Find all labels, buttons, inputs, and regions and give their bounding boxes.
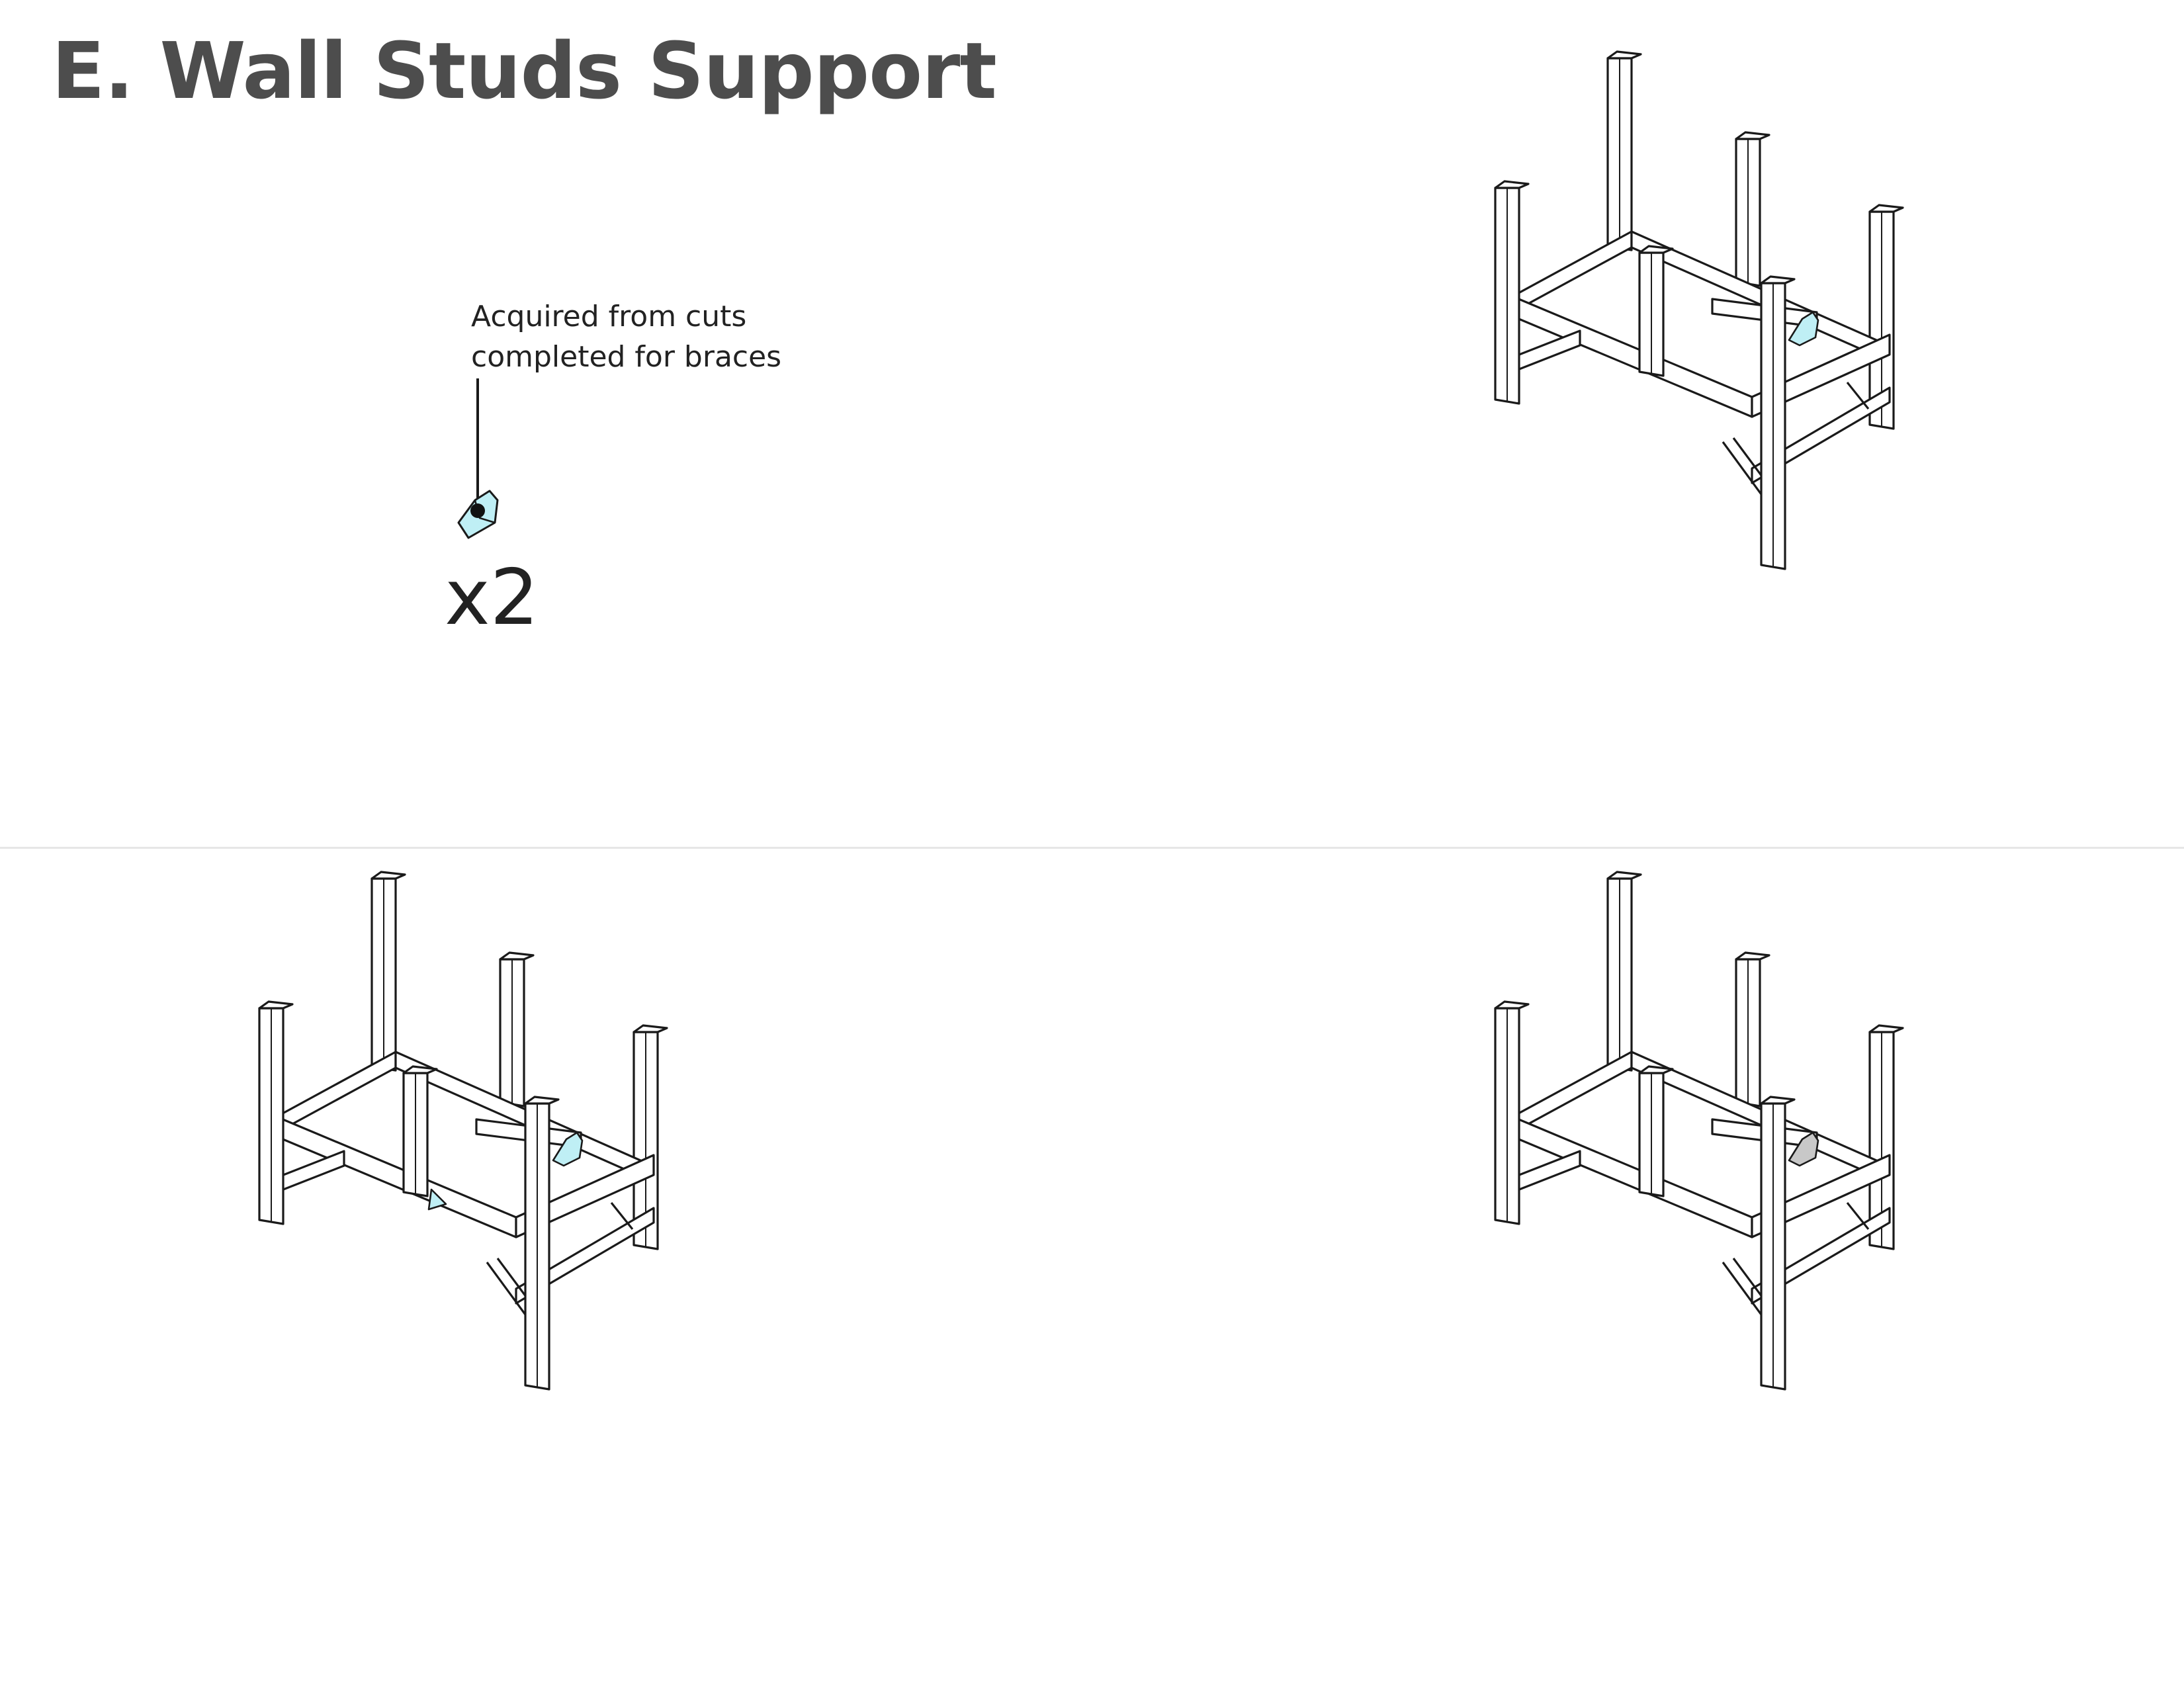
stud-front-right-top bbox=[524, 1096, 560, 1105]
stretcher-left bbox=[275, 1150, 345, 1193]
stud-back-middle-top bbox=[499, 951, 535, 961]
frame-rail-front-right bbox=[1751, 1154, 1891, 1238]
stud-back-left-top bbox=[1606, 50, 1642, 60]
stretcher-front bbox=[515, 1207, 655, 1305]
part-callout-note-line-2: completed for braces bbox=[471, 340, 782, 374]
stud-back-right-top bbox=[633, 1024, 668, 1033]
step-bottom-left bbox=[258, 871, 668, 1391]
stretcher-front bbox=[1751, 386, 1891, 484]
part-callout-note-line-1: Acquired from cuts bbox=[471, 300, 747, 333]
page-title: E. Wall Studs Support bbox=[52, 25, 997, 116]
frame-rail-back-left bbox=[1511, 1051, 1633, 1134]
stud-back-left-top bbox=[1606, 871, 1642, 880]
stud-front-left-top bbox=[1494, 180, 1530, 189]
frame-rail-front-right bbox=[1751, 333, 1891, 418]
stretcher-front bbox=[1751, 1207, 1891, 1305]
wall-stud-support-wedge-rear bbox=[427, 1188, 447, 1211]
frame-rail-front-right bbox=[515, 1154, 655, 1238]
stretcher-left bbox=[1511, 329, 1581, 373]
part-quantity: x2 bbox=[445, 553, 539, 642]
stud-front-right-top bbox=[1760, 275, 1796, 284]
stud-front-left-top bbox=[258, 1000, 294, 1010]
stud-back-middle-top bbox=[1735, 951, 1770, 961]
brace-right bbox=[610, 1202, 634, 1230]
stud-front-right-top bbox=[1760, 1096, 1796, 1105]
callout-leader-dot bbox=[470, 503, 485, 518]
stud-front-left-top bbox=[1494, 1000, 1530, 1010]
section-divider bbox=[0, 847, 2184, 849]
brace-right bbox=[1846, 1202, 1870, 1230]
stretcher-left bbox=[1511, 1150, 1581, 1193]
stud-front-middle-top bbox=[1638, 1065, 1674, 1074]
brace-front-a bbox=[1722, 441, 1768, 502]
brace-front-a bbox=[486, 1262, 532, 1322]
stud-back-right-top bbox=[1868, 204, 1904, 213]
wall-stud-support-wedge bbox=[552, 1131, 584, 1167]
wall-stud-support-wedge bbox=[1788, 1131, 1819, 1167]
stud-back-middle-top bbox=[1735, 131, 1770, 140]
stud-back-right-top bbox=[1868, 1024, 1904, 1033]
stud-back-left-top bbox=[371, 871, 406, 880]
part-callout-note: Acquired from cuts completed for braces bbox=[471, 296, 781, 377]
frame-rail-back-left bbox=[1511, 230, 1633, 314]
frame-rail-back-left bbox=[275, 1051, 397, 1134]
stud-front-middle-top bbox=[402, 1065, 438, 1074]
brace-front-a bbox=[1722, 1262, 1768, 1322]
step-bottom-right bbox=[1494, 871, 1904, 1391]
stud-front-middle-top bbox=[1638, 245, 1674, 254]
wall-stud-support-wedge bbox=[1788, 311, 1819, 347]
brace-right bbox=[1846, 382, 1870, 410]
step-top-right bbox=[1494, 50, 1904, 570]
